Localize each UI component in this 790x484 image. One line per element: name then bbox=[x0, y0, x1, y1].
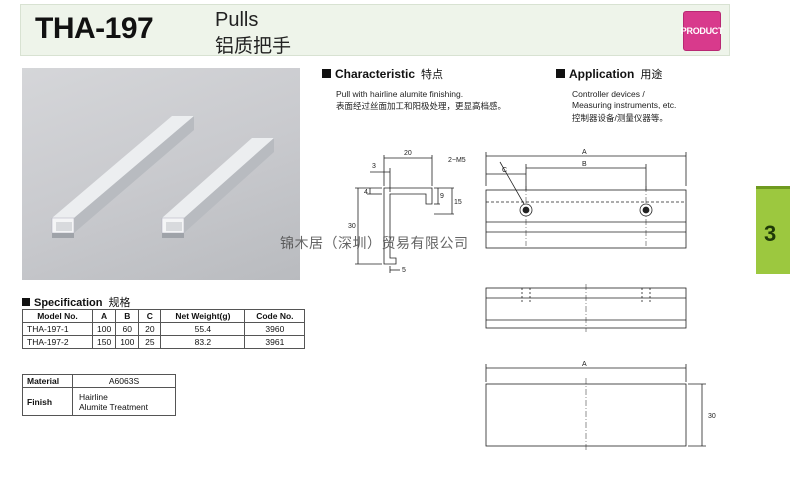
dim-a-label: A bbox=[582, 149, 587, 156]
dim-c-label: C bbox=[502, 167, 507, 174]
finish-value-line-1: Hairline bbox=[79, 391, 108, 402]
product-title-cn: 铝质把手 bbox=[215, 36, 292, 57]
cell-model: THA-197-1 bbox=[22, 322, 93, 336]
dim-4-label: 4 bbox=[364, 189, 368, 196]
cell-a: 100 bbox=[91, 322, 117, 336]
cell-weight: 83.2 bbox=[160, 335, 246, 349]
chapter-tab: 3 bbox=[756, 186, 790, 274]
application-title: Application bbox=[569, 67, 635, 81]
cell-a: 150 bbox=[91, 335, 117, 349]
application-text-en-1: Controller devices / bbox=[572, 89, 645, 99]
table-row: THA-197-2 150 100 25 83.2 3961 bbox=[22, 335, 306, 349]
cell-b: 100 bbox=[115, 335, 140, 349]
product-badge: PRODUCT bbox=[681, 11, 724, 51]
material-label: Material bbox=[22, 374, 73, 388]
profile-drawing: 20 3 4 30 9 15 5 bbox=[348, 150, 462, 274]
cell-b: 60 bbox=[115, 322, 140, 336]
characteristic-title-cn: 特点 bbox=[421, 69, 444, 81]
header-banner: THA-197 Pulls 铝质把手 PRODUCT bbox=[20, 4, 730, 57]
application-heading: Application 用途 bbox=[556, 66, 662, 82]
finish-value-line-2: Alumite Treatment bbox=[79, 401, 148, 412]
dim-15-label: 15 bbox=[454, 199, 462, 206]
bottom-view-drawing: A 30 bbox=[485, 361, 716, 450]
bullet-square-icon bbox=[556, 69, 565, 78]
bullet-square-icon bbox=[22, 298, 30, 306]
finish-label: Finish bbox=[22, 387, 73, 416]
finish-value: Hairline Alumite Treatment bbox=[72, 387, 176, 416]
col-code: Code No. bbox=[244, 309, 306, 323]
application-text-cn: 控制器设备/测量仪器等。 bbox=[572, 113, 668, 123]
cell-weight: 55.4 bbox=[160, 322, 246, 336]
cell-code: 3960 bbox=[244, 322, 306, 336]
dim-30-label: 30 bbox=[348, 223, 356, 230]
application-title-cn: 用途 bbox=[640, 69, 663, 81]
characteristic-heading: Characteristic 特点 bbox=[322, 66, 443, 82]
product-title-en: Pulls bbox=[215, 9, 259, 31]
specification-title-cn: 规格 bbox=[108, 297, 131, 309]
model-number: THA-197 bbox=[35, 12, 154, 45]
table-row: THA-197-1 100 60 20 55.4 3960 bbox=[22, 322, 306, 336]
cell-c: 20 bbox=[138, 322, 162, 336]
dim-5-label: 5 bbox=[402, 267, 406, 274]
col-model: Model No. bbox=[22, 309, 93, 323]
top-view-drawing bbox=[485, 284, 687, 332]
specification-table: Model No. A B C Net Weight(g) Code No. T… bbox=[22, 309, 306, 349]
watermark-text: 锦木居（深圳）贸易有限公司 bbox=[280, 236, 469, 252]
pull-handles-illustration bbox=[51, 116, 274, 238]
dim-20-label: 20 bbox=[404, 150, 412, 157]
dim-30b-label: 30 bbox=[708, 413, 716, 420]
dim-9-label: 9 bbox=[440, 193, 444, 200]
table-header-row: Model No. A B C Net Weight(g) Code No. bbox=[22, 309, 306, 323]
dim-3-label: 3 bbox=[372, 163, 376, 170]
cell-c: 25 bbox=[138, 335, 162, 349]
characteristic-title: Characteristic bbox=[335, 67, 416, 81]
col-weight: Net Weight(g) bbox=[160, 309, 246, 323]
col-b: B bbox=[115, 309, 140, 323]
material-value: A6063S bbox=[72, 374, 176, 388]
material-table: Material A6063S Finish Hairline Alumite … bbox=[22, 374, 176, 416]
dim-a2-label: A bbox=[582, 361, 587, 368]
characteristic-text-cn: 表面经过丝面加工和阳极处理，更显高档感。 bbox=[336, 101, 507, 111]
cell-model: THA-197-2 bbox=[22, 335, 93, 349]
col-a: A bbox=[91, 309, 117, 323]
dim-b-label: B bbox=[582, 161, 587, 168]
finish-row: Finish Hairline Alumite Treatment bbox=[22, 387, 176, 416]
characteristic-text-en: Pull with hairline alumite finishing. bbox=[336, 89, 464, 99]
front-view-drawing: A B C 2−M5 bbox=[448, 149, 687, 249]
bullet-square-icon bbox=[322, 69, 331, 78]
cell-code: 3961 bbox=[244, 335, 306, 349]
col-c: C bbox=[138, 309, 162, 323]
material-row: Material A6063S bbox=[22, 374, 176, 388]
specification-heading: Specification 规格 bbox=[22, 294, 130, 310]
specification-title: Specification bbox=[34, 297, 103, 309]
chapter-number: 3 bbox=[764, 221, 777, 246]
product-photo bbox=[22, 68, 300, 280]
hole-spec-label: 2−M5 bbox=[448, 157, 466, 164]
application-text-en-2: Measuring instruments, etc. bbox=[572, 100, 677, 110]
